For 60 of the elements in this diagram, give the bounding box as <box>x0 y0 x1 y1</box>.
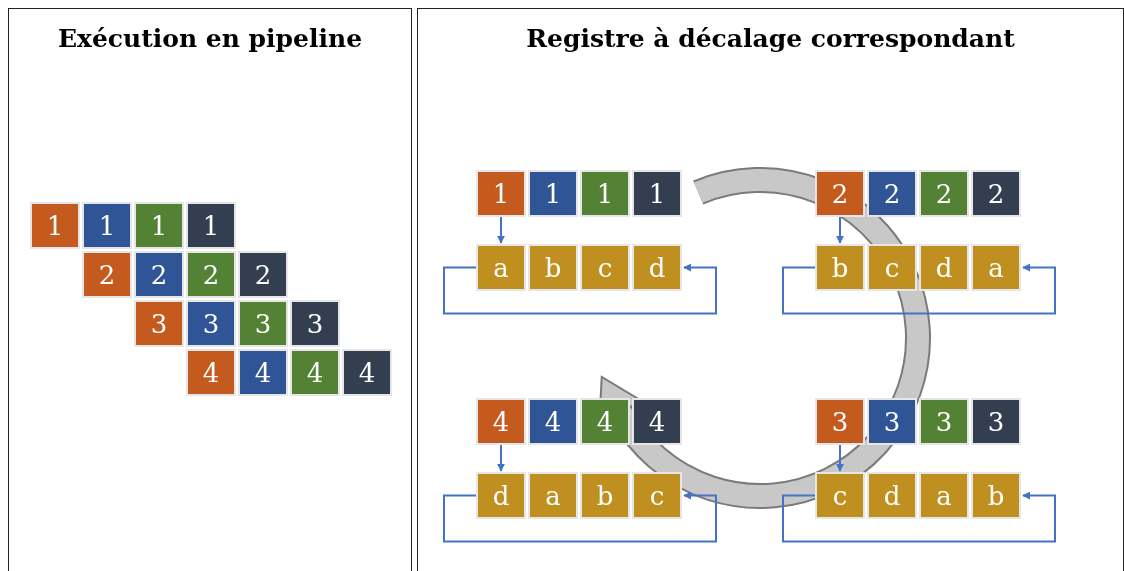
stage-cell: 1 <box>632 170 682 217</box>
stage-cell: 2 <box>82 251 132 298</box>
stage-cell: 2 <box>919 170 969 217</box>
stage-cell: 2 <box>238 251 288 298</box>
register-cell: c <box>580 244 630 291</box>
arrow <box>443 491 717 543</box>
register-cell: d <box>919 244 969 291</box>
stage-cell: 3 <box>238 300 288 347</box>
register-cell: c <box>815 472 865 519</box>
arrow <box>497 216 505 244</box>
arrow <box>443 263 717 315</box>
stage-cell: 1 <box>134 202 184 249</box>
panel <box>417 8 1124 571</box>
stage-cell: 2 <box>186 251 236 298</box>
stage-cell: 1 <box>30 202 80 249</box>
panel-title: Registre à décalage correspondant <box>525 23 1016 55</box>
register-cell: a <box>528 472 578 519</box>
stage-cell: 4 <box>632 398 682 445</box>
stage-cell: 3 <box>815 398 865 445</box>
stage-cell: 4 <box>528 398 578 445</box>
register-cell: d <box>476 472 526 519</box>
arrow <box>836 444 844 472</box>
register-cell: b <box>528 244 578 291</box>
stage-cell: 2 <box>815 170 865 217</box>
stage-cell: 2 <box>867 170 917 217</box>
register-cell: a <box>476 244 526 291</box>
register-cell: b <box>580 472 630 519</box>
stage-cell: 3 <box>186 300 236 347</box>
register-cell: d <box>867 472 917 519</box>
stage-cell: 2 <box>971 170 1021 217</box>
register-cell: c <box>632 472 682 519</box>
stage-cell: 4 <box>342 349 392 396</box>
stage-cell: 1 <box>82 202 132 249</box>
panel-title: Exécution en pipeline <box>56 23 364 55</box>
arrow <box>782 491 1056 543</box>
arrow <box>497 444 505 472</box>
stage-cell: 1 <box>186 202 236 249</box>
stage-cell: 4 <box>186 349 236 396</box>
stage-cell: 3 <box>290 300 340 347</box>
stage-cell: 4 <box>238 349 288 396</box>
stage-cell: 2 <box>134 251 184 298</box>
stage-cell: 1 <box>580 170 630 217</box>
register-cell: d <box>632 244 682 291</box>
arrow <box>836 216 844 244</box>
register-cell: b <box>971 472 1021 519</box>
stage-cell: 1 <box>528 170 578 217</box>
stage-cell: 4 <box>580 398 630 445</box>
stage-cell: 4 <box>476 398 526 445</box>
stage-cell: 3 <box>134 300 184 347</box>
register-cell: a <box>919 472 969 519</box>
register-cell: b <box>815 244 865 291</box>
stage-cell: 3 <box>919 398 969 445</box>
stage-cell: 3 <box>867 398 917 445</box>
stage-cell: 4 <box>290 349 340 396</box>
panel <box>8 8 412 571</box>
register-cell: a <box>971 244 1021 291</box>
stage-cell: 3 <box>971 398 1021 445</box>
register-cell: c <box>867 244 917 291</box>
arrow <box>782 263 1056 315</box>
stage-cell: 1 <box>476 170 526 217</box>
